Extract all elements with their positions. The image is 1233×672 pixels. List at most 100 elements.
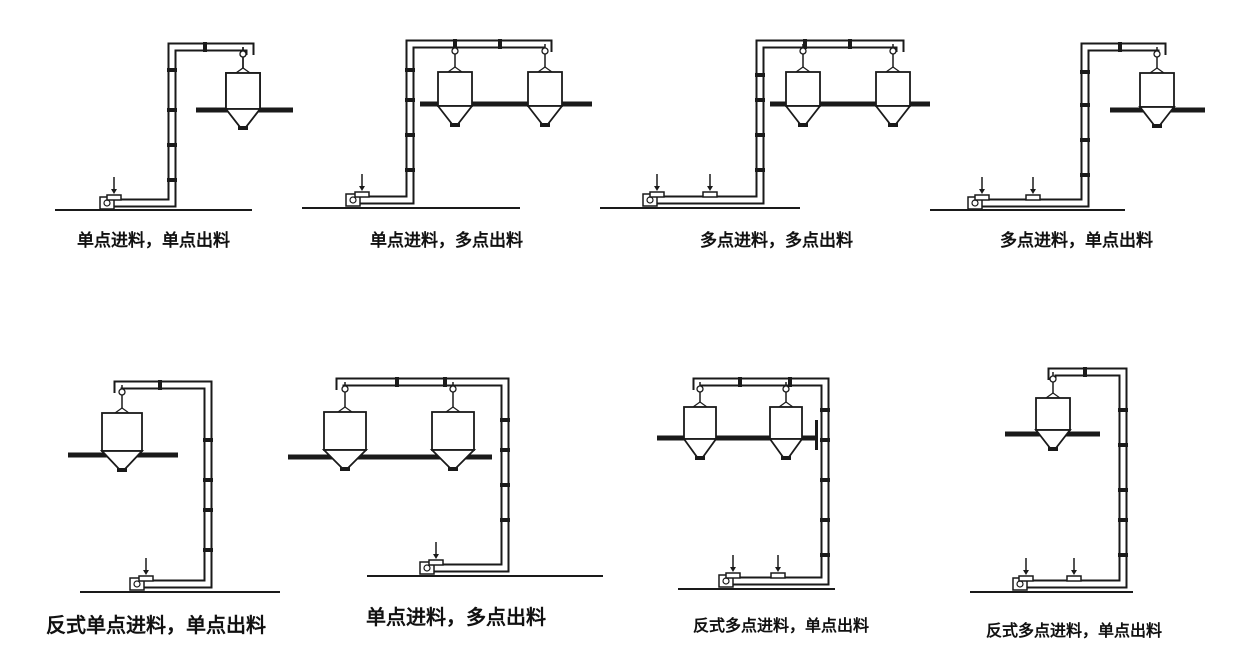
bin-body	[875, 71, 911, 107]
drive-pulley	[133, 580, 141, 588]
diagram-7	[657, 377, 835, 590]
bin-body	[323, 411, 367, 451]
pipe-coupling	[788, 377, 792, 387]
conveyor-pipe	[335, 377, 510, 573]
bin-outlet	[1152, 124, 1162, 128]
pipe-coupling	[500, 418, 510, 422]
bin-cone	[99, 450, 145, 470]
caption-diagram-3: 多点进料，多点出料	[700, 231, 853, 251]
pipe-coupling	[738, 377, 742, 387]
feed-arrow-head	[730, 567, 736, 572]
feed-arrow-head	[654, 186, 660, 191]
discharge-valve	[889, 47, 897, 55]
diagram-6	[288, 377, 603, 577]
pipe-coupling	[203, 508, 213, 512]
feed-arrow-head	[979, 189, 985, 194]
discharge-valve	[541, 47, 549, 55]
discharge-valve	[1153, 50, 1161, 58]
caption-diagram-8: 反式多点进料，单点出料	[986, 621, 1163, 640]
pipe-coupling	[203, 42, 207, 52]
pipe-coupling	[405, 68, 415, 72]
pipe-coupling	[820, 553, 830, 557]
feed-arrow-head	[433, 554, 439, 559]
bin-cone	[224, 108, 262, 128]
pipe-coupling	[1118, 518, 1128, 522]
bin-body	[437, 71, 473, 107]
caption-diagram-6: 单点进料，多点出料	[366, 605, 546, 629]
inlet-hopper	[106, 194, 122, 201]
inlet-hopper	[428, 559, 444, 566]
inlet-hopper	[1066, 575, 1082, 582]
feed-arrow-head	[775, 567, 781, 572]
discharge-valve	[451, 47, 459, 55]
discharge-valve	[782, 385, 790, 393]
bin-cone	[526, 105, 564, 125]
inlet-hopper	[974, 194, 990, 201]
diagram-1	[55, 42, 293, 211]
bin-outlet	[540, 123, 550, 127]
discharge-valve	[799, 47, 807, 55]
bin-body	[785, 71, 821, 107]
pipe-coupling	[405, 98, 415, 102]
drive-pulley	[423, 564, 431, 572]
bin-body	[1139, 72, 1175, 108]
feed-arrow-head	[111, 189, 117, 194]
inlet-hopper	[725, 572, 741, 579]
feed-arrow-head	[707, 186, 713, 191]
pipe-coupling	[498, 39, 502, 49]
bin-outlet	[888, 123, 898, 127]
feed-arrow-head	[1023, 570, 1029, 575]
bin-platform	[288, 454, 492, 460]
bin-cone	[1138, 106, 1176, 126]
discharge-valve	[341, 385, 349, 393]
pipe-coupling	[1080, 138, 1090, 142]
bin-body	[431, 411, 475, 451]
pipe-coupling	[1118, 408, 1128, 412]
diagram-4	[930, 42, 1205, 211]
caption-diagram-7: 反式多点进料，单点出料	[693, 616, 870, 635]
diagram-8	[970, 367, 1133, 593]
conveyor-pipe	[647, 39, 905, 205]
pipe-coupling	[167, 178, 177, 182]
diagram-3	[600, 39, 930, 209]
bin-cone	[784, 105, 822, 125]
pipe-coupling	[755, 168, 765, 172]
bin-body	[527, 71, 563, 107]
bin-outlet	[781, 456, 791, 460]
inlet-hopper	[354, 191, 370, 198]
pipe-coupling	[1080, 70, 1090, 74]
bin-body	[225, 72, 261, 110]
pipe-coupling	[500, 448, 510, 452]
pipe-coupling	[1118, 488, 1128, 492]
inlet-hopper	[138, 575, 154, 582]
pipe-coupling	[820, 408, 830, 412]
bin-body	[101, 412, 143, 452]
pipe-coupling	[167, 68, 177, 72]
pipe-coupling	[820, 518, 830, 522]
pipe-coupling	[443, 377, 447, 387]
inlet-hopper	[702, 191, 718, 198]
pipe-coupling	[755, 98, 765, 102]
bin-outlet	[238, 126, 248, 130]
bin-body	[683, 406, 717, 440]
bin-body	[769, 406, 803, 440]
pipe-coupling	[820, 438, 830, 442]
inlet-hopper	[1018, 575, 1034, 582]
bin-platform	[420, 101, 592, 107]
bin-cone	[874, 105, 912, 125]
bin-outlet	[798, 123, 808, 127]
pipe-coupling	[1080, 103, 1090, 107]
conveyor-pipe	[350, 39, 553, 205]
feed-arrow-head	[143, 570, 149, 575]
bin-cone	[1034, 429, 1072, 449]
feed-arrow-head	[1071, 570, 1077, 575]
caption-diagram-5: 反式单点进料，单点出料	[46, 613, 266, 637]
inlet-hopper	[649, 191, 665, 198]
caption-diagram-2: 单点进料，多点出料	[370, 231, 523, 251]
conveyor-pipe	[972, 42, 1167, 208]
pipe-coupling	[158, 380, 162, 390]
inlet-hopper	[1025, 194, 1041, 201]
pipe-coupling	[1118, 553, 1128, 557]
discharge-valve	[118, 388, 126, 396]
